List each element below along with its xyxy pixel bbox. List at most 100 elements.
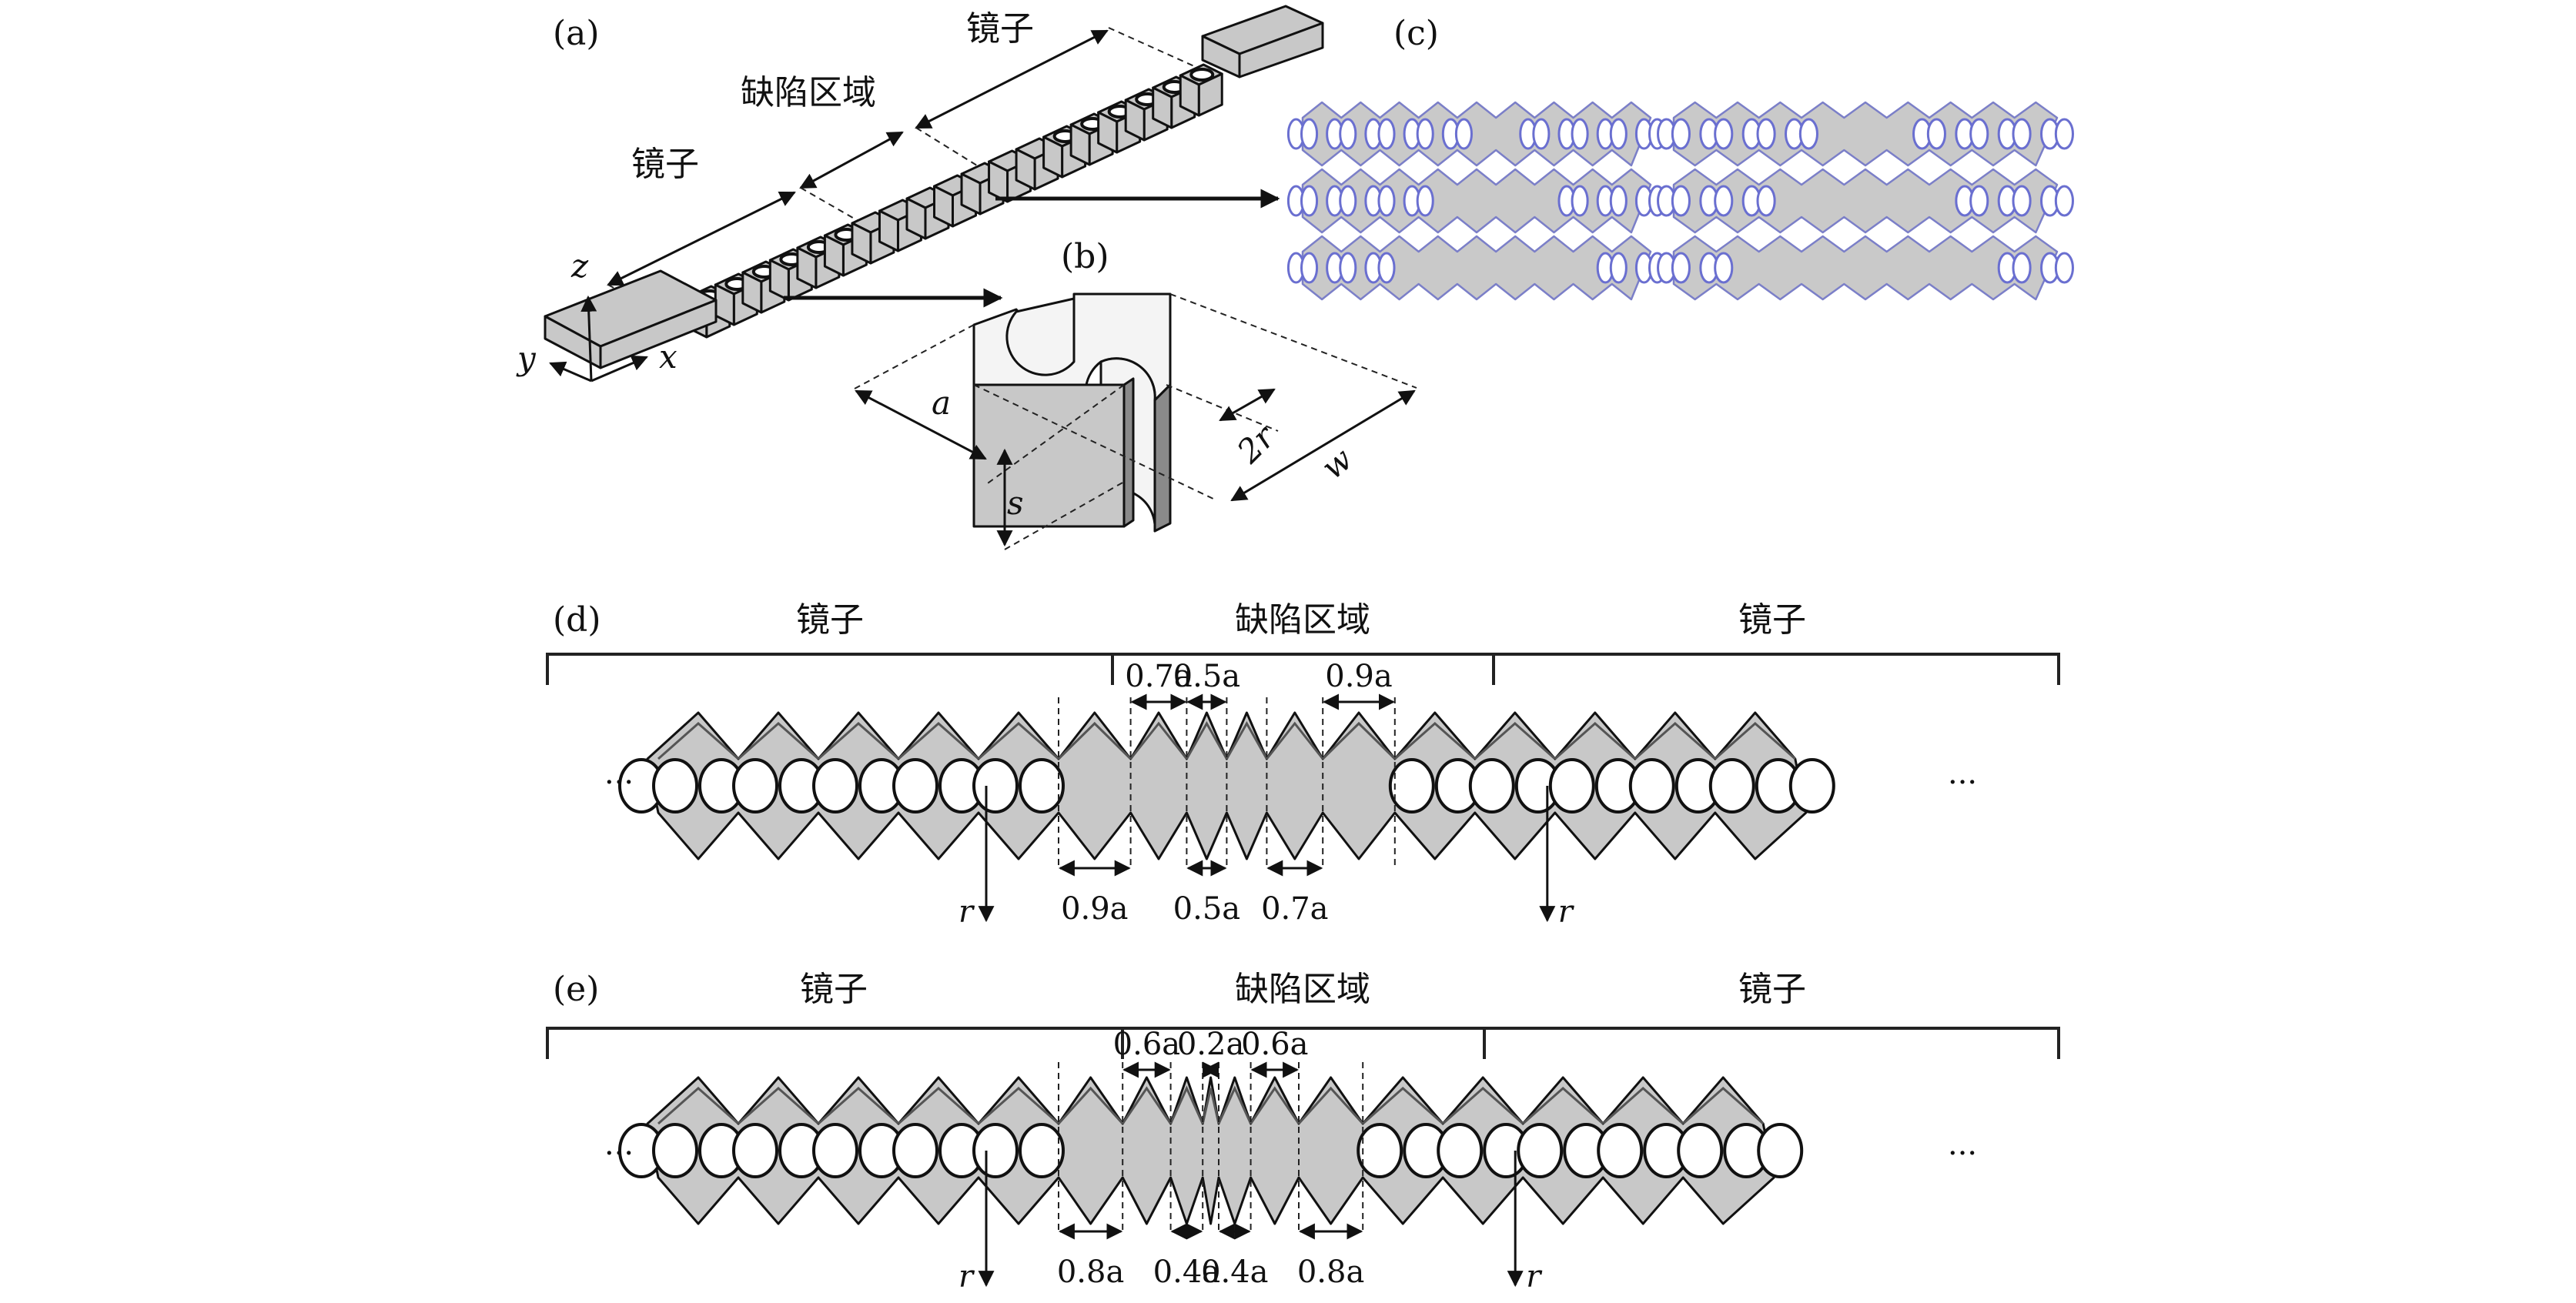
top-dimension-label: 0.6a	[1113, 1027, 1180, 1062]
cell-side	[741, 271, 763, 314]
tooth-edge	[1522, 1086, 1604, 1125]
double-hole	[1563, 1123, 1644, 1178]
cell-side	[933, 185, 954, 228]
config-row	[1286, 101, 1667, 167]
top-dimension-label: 0.5a	[1173, 659, 1240, 694]
air-hole	[1597, 1123, 1644, 1178]
air-hole	[652, 758, 698, 814]
air-hole	[1468, 758, 1515, 814]
tooth-edge	[978, 721, 1059, 760]
air-hole	[1339, 185, 1357, 217]
air-hole	[1677, 1123, 1724, 1178]
tooth-edge	[978, 1086, 1059, 1125]
air-hole	[1671, 118, 1691, 150]
air-hole	[1300, 252, 1319, 284]
cell-side	[1124, 99, 1146, 142]
double-hole	[1434, 758, 1515, 814]
config-row	[1657, 235, 2074, 301]
section-mirror-left: 镜子	[800, 970, 868, 1009]
cell-side	[1152, 86, 1173, 129]
air-hole	[2012, 118, 2032, 150]
air-hole	[1969, 185, 1989, 217]
strip-body	[646, 1076, 1775, 1225]
cell-side	[1097, 111, 1119, 154]
tooth-edge	[1714, 721, 1796, 760]
mirror-top-label: 镜子	[966, 9, 1034, 48]
air-hole	[1788, 758, 1835, 814]
y-axis-label: y	[516, 339, 537, 377]
dim-a-label: a	[932, 384, 951, 422]
x-axis-label: x	[659, 338, 677, 376]
tooth-edge	[738, 1086, 819, 1125]
tooth-edge	[1201, 1088, 1220, 1124]
double-hole	[1755, 758, 1835, 814]
bottom-dimension-label: 0.5a	[1173, 891, 1240, 927]
double-hole	[778, 758, 858, 814]
air-hole	[1300, 185, 1319, 217]
tooth-edge	[1266, 721, 1324, 760]
top-dimension-label: 0.9a	[1325, 659, 1392, 694]
air-hole	[1671, 185, 1691, 217]
air-hole	[1300, 118, 1319, 150]
mirror-cell	[1179, 63, 1223, 117]
double-hole	[1594, 758, 1675, 814]
tooth-edge	[1226, 720, 1268, 760]
top-dimension-label: 0.7a	[1125, 659, 1192, 694]
s-extension	[1004, 481, 1125, 550]
double-hole	[1019, 758, 1065, 814]
tooth-edge	[1121, 1086, 1172, 1124]
panel-a-label: (a)	[553, 14, 600, 53]
panel-b-unit-cell: (b) a s 2r w	[854, 237, 1417, 550]
double-hole	[618, 758, 698, 814]
mirror-left-dimension	[607, 191, 796, 286]
waveguide-unit-cells	[687, 63, 1223, 339]
tooth-edge	[818, 721, 899, 760]
cell-side	[768, 259, 790, 302]
radius-label: r	[1526, 1259, 1543, 1295]
top-dimension-label: 0.6a	[1241, 1027, 1308, 1062]
panel-e-label: (e)	[553, 970, 599, 1009]
tooth-edge	[1602, 1086, 1684, 1125]
left-coupler-block	[544, 269, 718, 369]
air-hole	[1609, 185, 1628, 217]
air-hole	[2054, 185, 2074, 217]
coordinate-axes: z y x	[516, 247, 677, 383]
bottom-dimension-label: 0.9a	[1061, 891, 1128, 927]
cell-side	[1179, 74, 1200, 117]
air-hole	[1357, 1123, 1403, 1178]
defect-region-label: 缺陷区域	[741, 73, 876, 112]
air-hole	[1571, 118, 1589, 150]
air-hole	[892, 758, 938, 814]
tooth-edge	[898, 721, 979, 760]
section-defect: 缺陷区域	[1235, 600, 1370, 640]
panel-b-label: (b)	[1061, 237, 1109, 276]
double-hole	[698, 1123, 778, 1178]
air-hole	[1714, 185, 1734, 217]
tooth-edge	[1217, 1085, 1252, 1124]
tooth-edge	[1362, 1086, 1444, 1125]
air-hole	[1454, 118, 1473, 150]
2r-dimension	[1219, 388, 1276, 422]
panel-c-grid	[1286, 101, 2074, 301]
tooth-edge	[657, 721, 739, 760]
cell-side	[1069, 123, 1091, 166]
air-hole	[812, 758, 858, 814]
cell-side	[905, 197, 927, 240]
cell-side-face-right	[1153, 383, 1172, 533]
cell-side-face	[1122, 377, 1135, 528]
radius-label: r	[1558, 894, 1575, 930]
section-defect: 缺陷区域	[1235, 970, 1370, 1009]
air-hole	[1609, 252, 1628, 284]
double-hole	[858, 758, 938, 814]
air-hole	[1377, 185, 1396, 217]
section-bracket	[1483, 1027, 2060, 1059]
tooth-edge	[657, 1086, 739, 1125]
tooth-edge	[1474, 721, 1556, 760]
cell-side	[960, 172, 982, 215]
tooth-edge	[1169, 1085, 1204, 1124]
x-axis	[590, 355, 648, 383]
z-axis	[580, 295, 597, 382]
double-hole	[1643, 1123, 1724, 1178]
